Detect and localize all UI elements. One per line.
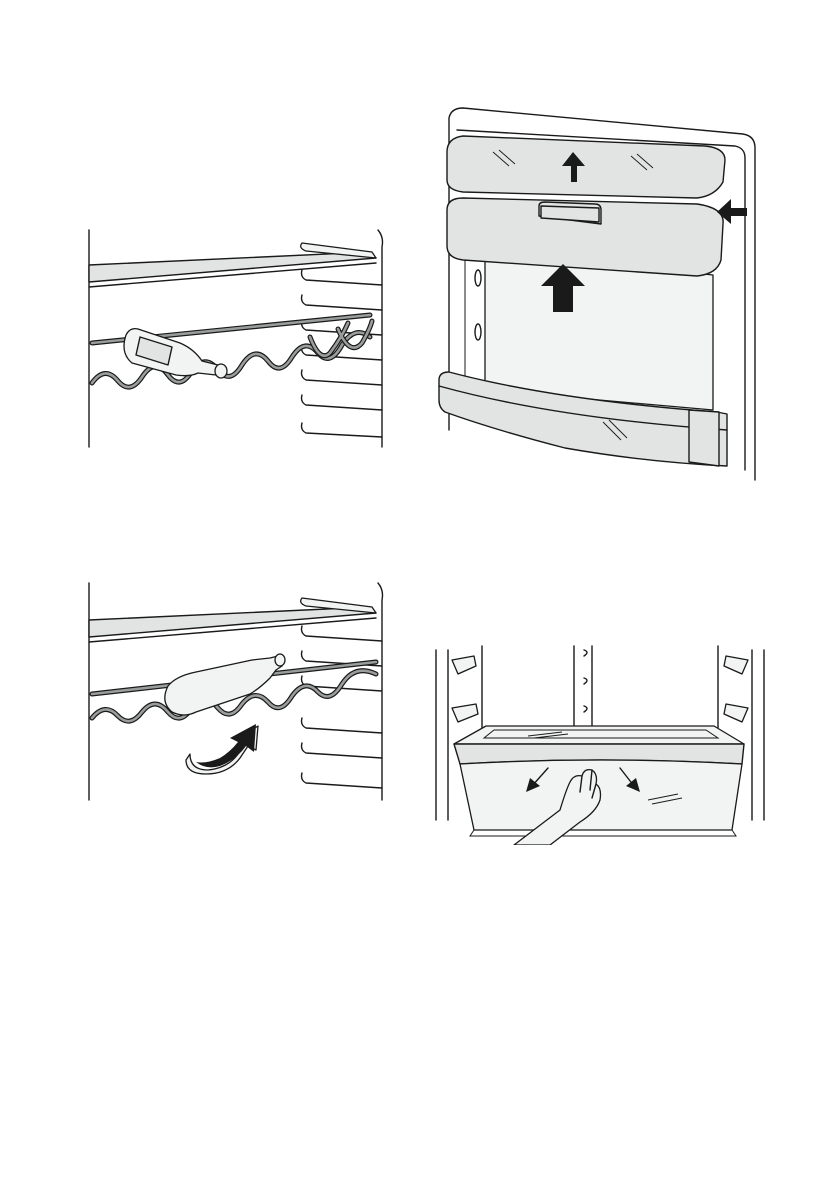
crisper-drawer-illustration bbox=[430, 640, 770, 845]
wine-bottle bbox=[165, 654, 285, 715]
bottle-rack-tilt-illustration bbox=[80, 578, 390, 808]
top-balcony bbox=[447, 136, 725, 198]
shelf-rails bbox=[302, 270, 383, 437]
shelf-rails bbox=[302, 626, 383, 788]
door-balcony-illustration bbox=[435, 100, 765, 490]
bottle-rack-illustration bbox=[80, 225, 390, 455]
glass-cover bbox=[454, 726, 744, 744]
curved-arrow-icon bbox=[186, 724, 258, 774]
